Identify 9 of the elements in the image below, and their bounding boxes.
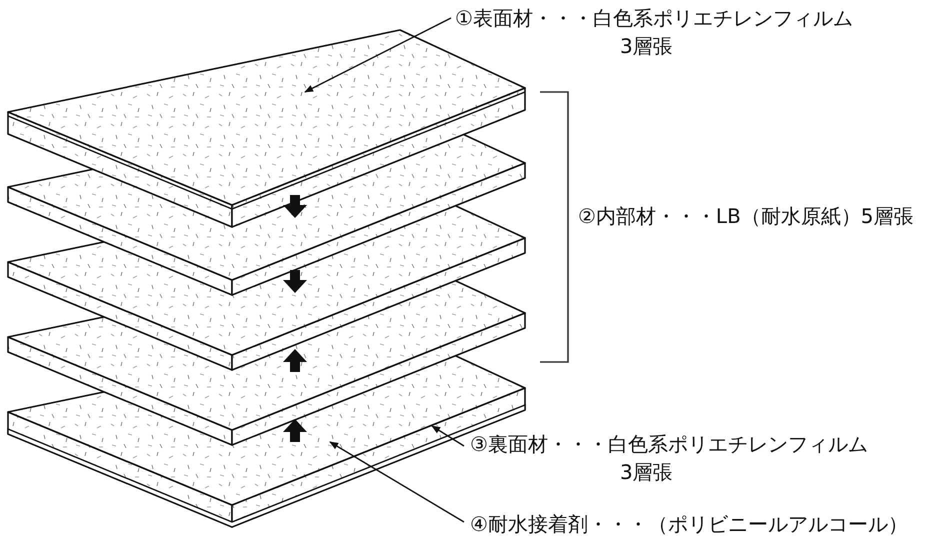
leader-line (329, 441, 464, 523)
callout-note: 3層張 (620, 34, 673, 58)
leader-line (431, 425, 464, 447)
callout-label: ②内部材・・・LB（耐水原紙）5層張 (578, 204, 914, 228)
callout-label: ③裏面材・・・白色系ポリエチレンフィルム (470, 432, 868, 456)
leader-line (304, 17, 452, 93)
callout-note: 3層張 (620, 460, 673, 484)
callout-label: ④耐水接着剤・・・（ポリビニールアルコール） (470, 512, 908, 536)
callout-label: ①表面材・・・白色系ポリエチレンフィルム (455, 6, 853, 30)
